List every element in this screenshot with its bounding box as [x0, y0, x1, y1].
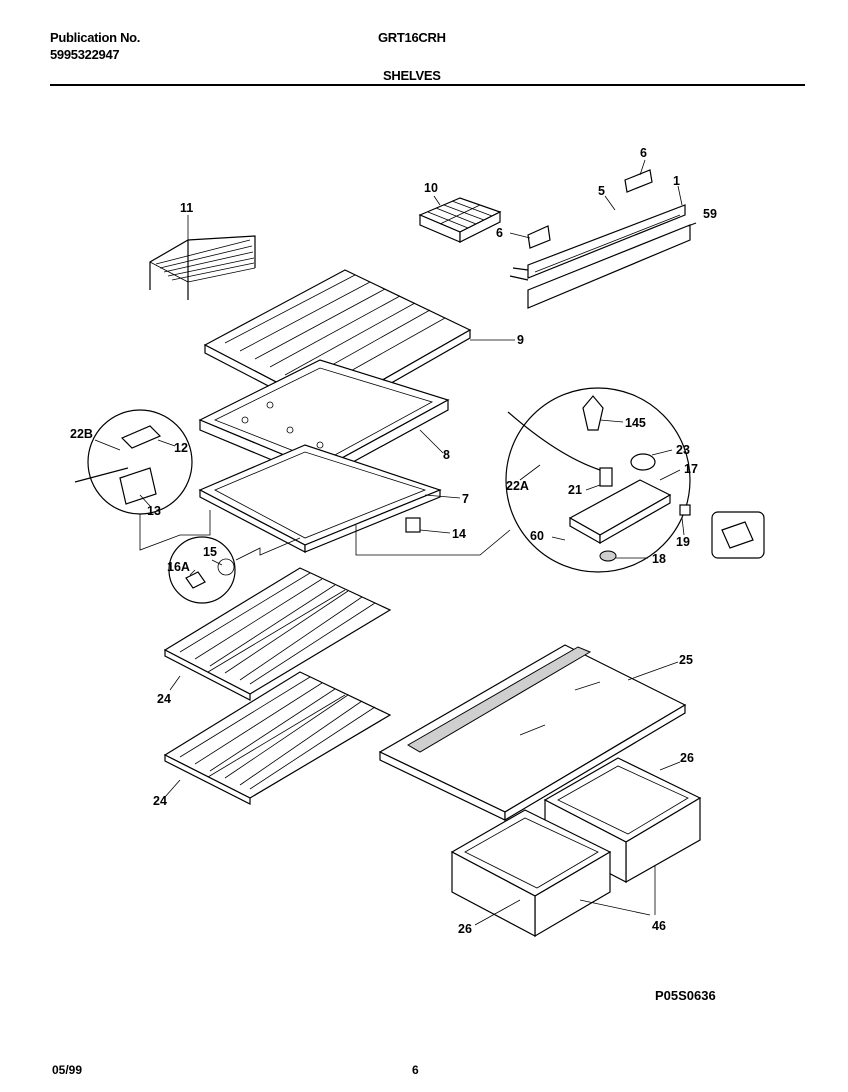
callout-24-upper: 24 [157, 692, 171, 706]
callout-6-upper: 6 [640, 146, 647, 160]
part-25-crisper-cover [378, 644, 687, 822]
part-26-front-drawer [450, 809, 612, 938]
callout-23: 23 [676, 443, 690, 457]
callout-labels: 1 5 6 6 10 59 11 9 8 7 12 22B 13 14 15 1… [70, 146, 717, 936]
footer-date: 05/99 [52, 1063, 82, 1077]
detail-circle-right [355, 387, 691, 573]
callout-16a: 16A [167, 560, 190, 574]
callout-26-lower: 26 [458, 922, 472, 936]
publication-label: Publication No. [50, 30, 141, 45]
callout-12: 12 [174, 441, 188, 455]
callout-22b: 22B [70, 427, 93, 441]
part-14-clip [405, 517, 421, 533]
part-7-panel [198, 444, 442, 553]
callout-21: 21 [568, 483, 582, 497]
part-24-upper-shelf [163, 567, 392, 701]
callout-22a: 22A [506, 479, 529, 493]
header-rule [50, 84, 805, 86]
part-19-switch [679, 504, 765, 559]
callout-1: 1 [673, 174, 680, 188]
callout-25: 25 [679, 653, 693, 667]
callout-5: 5 [598, 184, 605, 198]
section-title: SHELVES [383, 68, 441, 83]
callout-19: 19 [676, 535, 690, 549]
leader-lines [94, 159, 685, 926]
callout-10: 10 [424, 181, 438, 195]
model-number: GRT16CRH [378, 30, 446, 45]
part-11-wire-rack [149, 225, 256, 300]
callout-59: 59 [703, 207, 717, 221]
callout-18: 18 [652, 552, 666, 566]
diagram-code: P05S0636 [655, 988, 716, 1003]
callout-26-upper: 26 [680, 751, 694, 765]
callout-9: 9 [517, 333, 524, 347]
footer-page: 6 [412, 1063, 419, 1077]
callout-6-lower: 6 [496, 226, 503, 240]
detail-circle-left [74, 409, 211, 551]
part-24-lower-shelf [163, 671, 392, 805]
part-10-tray [418, 197, 502, 243]
callout-145: 145 [625, 416, 646, 430]
callout-46: 46 [652, 919, 666, 933]
callout-60: 60 [530, 529, 544, 543]
callout-24-lower: 24 [153, 794, 167, 808]
callout-17: 17 [684, 462, 698, 476]
callout-8: 8 [443, 448, 450, 462]
detail-circle-small [168, 536, 301, 604]
callout-7: 7 [462, 492, 469, 506]
callout-13: 13 [147, 504, 161, 518]
callout-14: 14 [452, 527, 466, 541]
part-1-5-rails [509, 169, 697, 309]
publication-number: 5995322947 [50, 47, 120, 62]
callout-11: 11 [180, 201, 193, 215]
callout-15: 15 [203, 545, 217, 559]
